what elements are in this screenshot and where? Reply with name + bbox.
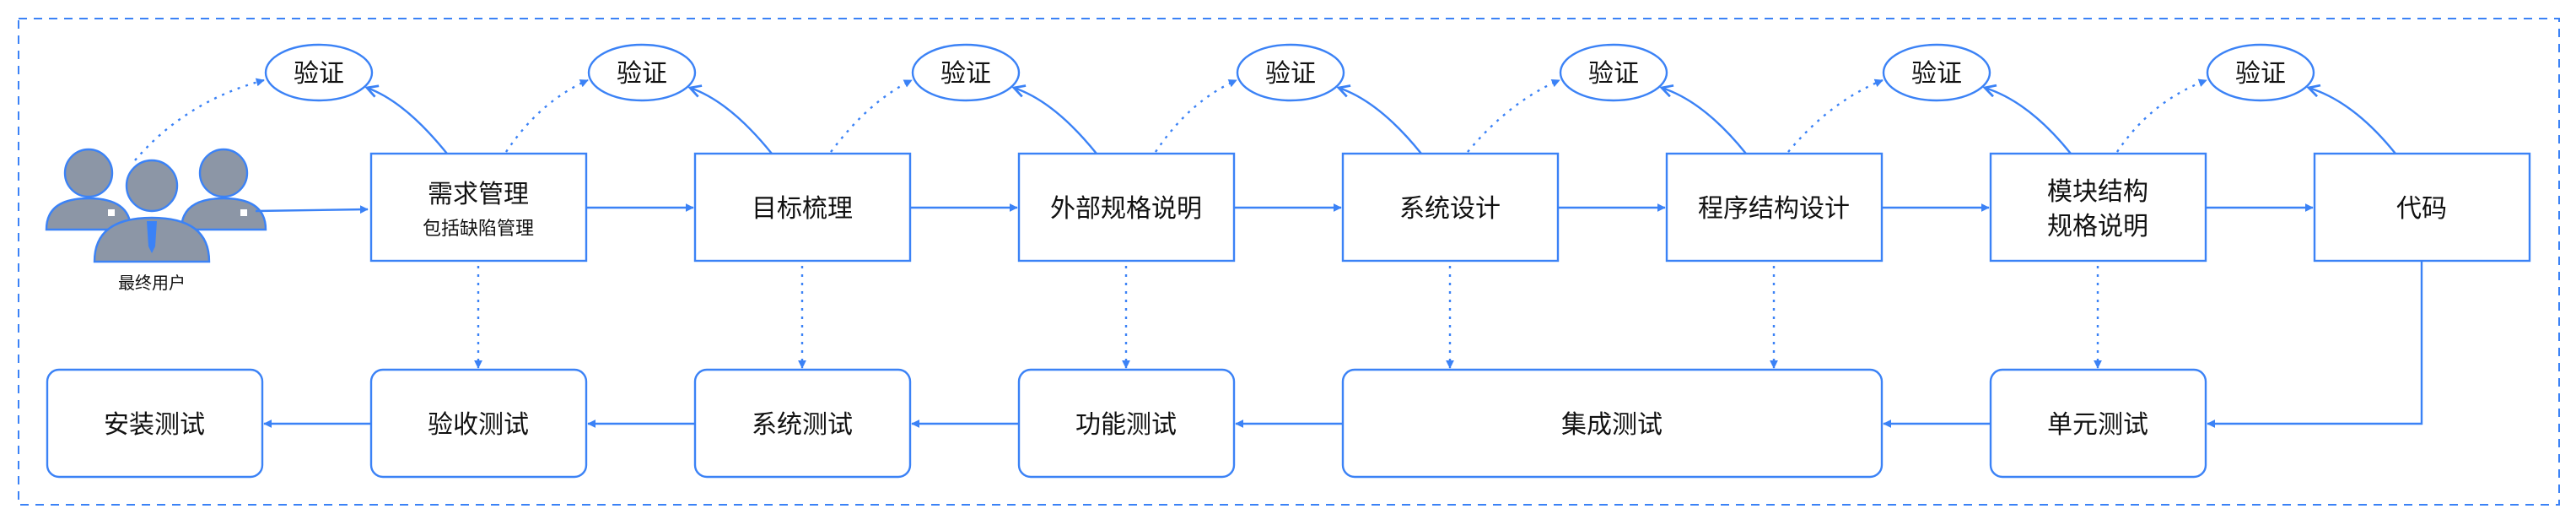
verify-solid-arrow <box>690 88 773 154</box>
verify-dotted-arrow <box>1787 78 1883 153</box>
verify-dotted-arrow <box>1467 78 1560 153</box>
code-to-unit-test-arrow <box>2207 261 2423 428</box>
verify-dotted-arrow <box>2116 78 2207 153</box>
node-goal-analysis: 目标梳理 <box>693 152 912 262</box>
svg-text:验证: 验证 <box>1265 59 1316 89</box>
svg-text:功能测试: 功能测试 <box>1075 410 1177 440</box>
node-code: 代码 <box>2313 152 2531 262</box>
svg-text:模块结构: 模块结构 <box>2047 177 2148 207</box>
verify-node: 验证 <box>1559 43 1668 102</box>
node-install-test: 安装测试 <box>46 368 264 479</box>
verify-solid-arrow <box>1662 88 1747 154</box>
verify-dotted-arrow <box>1155 78 1237 153</box>
node-program-structure: 程序结构设计 <box>1665 152 1883 262</box>
svg-text:需求管理: 需求管理 <box>428 180 529 209</box>
node-module-spec: 模块结构 规格说明 <box>1989 152 2207 262</box>
svg-text:安装测试: 安装测试 <box>104 410 205 440</box>
node-unit-test: 单元测试 <box>1989 368 2207 479</box>
verify-solid-arrow <box>367 88 448 154</box>
svg-text:验证: 验证 <box>294 59 344 89</box>
svg-text:程序结构设计: 程序结构设计 <box>1698 194 1850 224</box>
verify-node: 验证 <box>911 43 1021 102</box>
verify-node: 验证 <box>264 43 374 102</box>
svg-text:目标梳理: 目标梳理 <box>752 194 853 224</box>
verify-dotted-arrow <box>505 78 589 153</box>
node-external-spec: 外部规格说明 <box>1017 152 1236 262</box>
svg-text:验收测试: 验收测试 <box>428 410 529 440</box>
verify-node: 验证 <box>587 43 697 102</box>
diagram-frame <box>18 18 2560 506</box>
svg-text:验证: 验证 <box>1911 59 1962 89</box>
svg-text:集成测试: 集成测试 <box>1561 410 1663 440</box>
svg-text:规格说明: 规格说明 <box>2047 212 2148 241</box>
node-system-design: 系统设计 <box>1341 152 1560 262</box>
svg-text:外部规格说明: 外部规格说明 <box>1050 194 1202 224</box>
svg-text:验证: 验证 <box>617 59 667 89</box>
node-requirements: 需求管理 包括缺陷管理 <box>369 152 588 262</box>
verify-node: 验证 <box>2206 43 2315 102</box>
node-acceptance-test: 验收测试 <box>369 368 588 479</box>
verify-solid-arrow <box>1339 88 1422 154</box>
svg-text:系统设计: 系统设计 <box>1399 194 1501 224</box>
svg-text:包括缺陷管理: 包括缺陷管理 <box>423 219 534 240</box>
svg-text:代码: 代码 <box>2396 194 2447 224</box>
verify-solid-arrow <box>1985 88 2072 154</box>
svg-text:系统测试: 系统测试 <box>752 410 853 440</box>
svg-text:验证: 验证 <box>940 59 991 89</box>
svg-text:单元测试: 单元测试 <box>2047 410 2148 440</box>
verify-solid-arrow <box>1014 88 1097 154</box>
verify-dotted-arrow <box>830 78 913 153</box>
user-to-requirements-arrow <box>255 205 369 214</box>
svg-text:验证: 验证 <box>2235 59 2286 89</box>
svg-text:验证: 验证 <box>1588 59 1639 89</box>
node-system-test: 系统测试 <box>693 368 912 479</box>
end-user-label: 最终用户 <box>118 273 186 293</box>
node-function-test: 功能测试 <box>1017 368 1236 479</box>
end-user-icon <box>45 148 267 263</box>
verify-node: 验证 <box>1882 43 1991 102</box>
verify-node: 验证 <box>1236 43 1345 102</box>
node-integration-test: 集成测试 <box>1341 368 1883 479</box>
verify-dotted-arrow <box>134 78 265 161</box>
verify-solid-arrow <box>2309 88 2396 154</box>
